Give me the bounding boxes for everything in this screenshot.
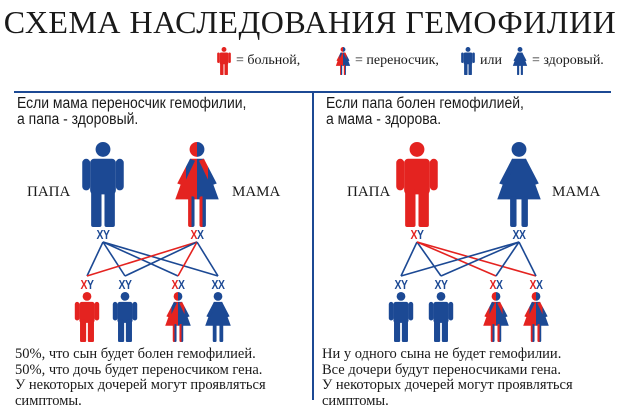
right-papa-to-child-1-link (400, 241, 418, 277)
chromosome-letter: X (512, 227, 519, 242)
right-child-3-figure (483, 292, 509, 342)
chromosome-letter: X (96, 227, 103, 242)
left-mama-to-child-3-link (177, 241, 198, 277)
chromosome-letter: X (394, 277, 401, 292)
chromosome-letter: X (171, 277, 178, 292)
heading-line: а мама - здорова. (326, 111, 442, 128)
chromosome-letter: X (536, 277, 543, 292)
result-line: симптомы. (322, 392, 389, 409)
left-child-4-figure (205, 292, 231, 342)
right-child-2-genotype: XY (431, 277, 450, 292)
chromosome-letter: Y (125, 277, 132, 292)
left-papa-figure (82, 142, 124, 227)
left-mama-to-child-2-link (124, 241, 198, 277)
chromosome-letter: X (190, 227, 197, 242)
chromosome-letter: X (218, 277, 225, 292)
chromosome-letter: X (118, 277, 125, 292)
heading-line: Если мама переносчик гемофилии, (17, 95, 247, 112)
legend-man-blue-icon (461, 47, 475, 75)
right-papa-to-child-2-link (416, 241, 442, 277)
right-papa-to-child-3-link (416, 241, 497, 277)
chromosome-letter: X (529, 277, 536, 292)
right-mama-to-child-2-link (440, 241, 520, 277)
right-child-2-figure (428, 292, 454, 342)
result-line: У некоторых дочерей могут проявляться (322, 377, 573, 393)
left-mama-to-child-4-link (196, 241, 219, 277)
result-line: У некоторых дочерей могут проявляться (15, 377, 266, 393)
left-child-3-figure (165, 292, 191, 342)
left-mama-label: МАМА (232, 184, 281, 200)
chromosome-letter: Y (401, 277, 408, 292)
result-line: Ни у одного сына не будет гемофилии. (322, 346, 562, 362)
right-mama-figure (497, 142, 541, 227)
left-mama-genotype: XX (187, 227, 206, 242)
chromosome-letter: X (489, 277, 496, 292)
right-panel-heading: Если папа болен гемофилией, а мама - здо… (326, 96, 524, 128)
heading-line: Если папа болен гемофилией, (326, 95, 524, 112)
left-child-2-genotype: XY (115, 277, 134, 292)
left-panel-result: 50%, что сын будет болен гемофилией. 50%… (15, 346, 266, 409)
right-mama-to-child-3-link (495, 241, 520, 277)
left-papa-to-child-1-link (86, 241, 104, 277)
legend-woman-blue-icon (512, 47, 528, 75)
right-child-4-genotype: XX (526, 277, 545, 292)
right-papa-label: ПАПА (347, 184, 391, 200)
right-papa-to-child-4-link (416, 241, 537, 277)
left-panel-heading: Если мама переносчик гемофилии, а папа -… (17, 96, 246, 128)
page-title: СХЕМА НАСЛЕДОВАНИЯ ГЕМОФИЛИИ (3, 4, 617, 40)
legend-man-red-icon (217, 47, 231, 75)
chromosome-letter: Y (417, 227, 424, 242)
chromosome-letter: X (80, 277, 87, 292)
result-line: симптомы. (15, 392, 82, 409)
chromosome-letter: Y (87, 277, 94, 292)
right-mama-to-child-1-link (400, 241, 520, 277)
right-child-1-figure (388, 292, 414, 342)
legend-woman-split-icon (335, 47, 351, 75)
chromosome-letter: Y (103, 227, 110, 242)
legend-healthy-label: = здоровый. (532, 53, 604, 68)
heading-line: а папа - здоровый. (17, 111, 139, 128)
chromosome-letter: X (410, 227, 417, 242)
left-papa-to-child-2-link (102, 241, 126, 277)
result-line: Все дочери будут переносчиками гена. (322, 361, 561, 378)
chromosome-letter: X (519, 227, 526, 242)
left-papa-label: ПАПА (27, 184, 71, 200)
left-mama-to-child-1-link (86, 241, 198, 277)
result-line: 50%, что сын будет болен гемофилией. (15, 346, 256, 362)
right-child-1-genotype: XY (391, 277, 410, 292)
right-mama-genotype: XX (509, 227, 528, 242)
chromosome-letter: X (434, 277, 441, 292)
right-papa-genotype: XY (407, 227, 426, 242)
right-child-4-figure (523, 292, 549, 342)
left-papa-genotype: XY (93, 227, 112, 242)
right-panel-result: Ни у одного сына не будет гемофилии. Все… (322, 346, 573, 409)
legend-sick-label: = больной, (236, 53, 301, 68)
left-mama-figure (175, 142, 219, 227)
result-line: 50%, что дочь будет переносчиком гена. (15, 361, 263, 378)
left-child-2-figure (112, 292, 138, 342)
legend-or-label: или (480, 53, 502, 68)
right-mama-label: МАМА (552, 184, 601, 200)
chromosome-letter: Y (441, 277, 448, 292)
right-child-3-genotype: XX (486, 277, 505, 292)
right-papa-figure (396, 142, 438, 227)
chromosome-letter: X (178, 277, 185, 292)
left-child-1-genotype: XY (77, 277, 96, 292)
left-child-3-genotype: XX (168, 277, 187, 292)
chromosome-letter: X (496, 277, 503, 292)
left-child-4-genotype: XX (208, 277, 227, 292)
right-mama-to-child-4-link (518, 241, 537, 277)
legend-carrier-label: = переносчик, (355, 53, 439, 68)
chromosome-letter: X (211, 277, 218, 292)
left-child-1-figure (74, 292, 100, 342)
chromosome-letter: X (197, 227, 204, 242)
